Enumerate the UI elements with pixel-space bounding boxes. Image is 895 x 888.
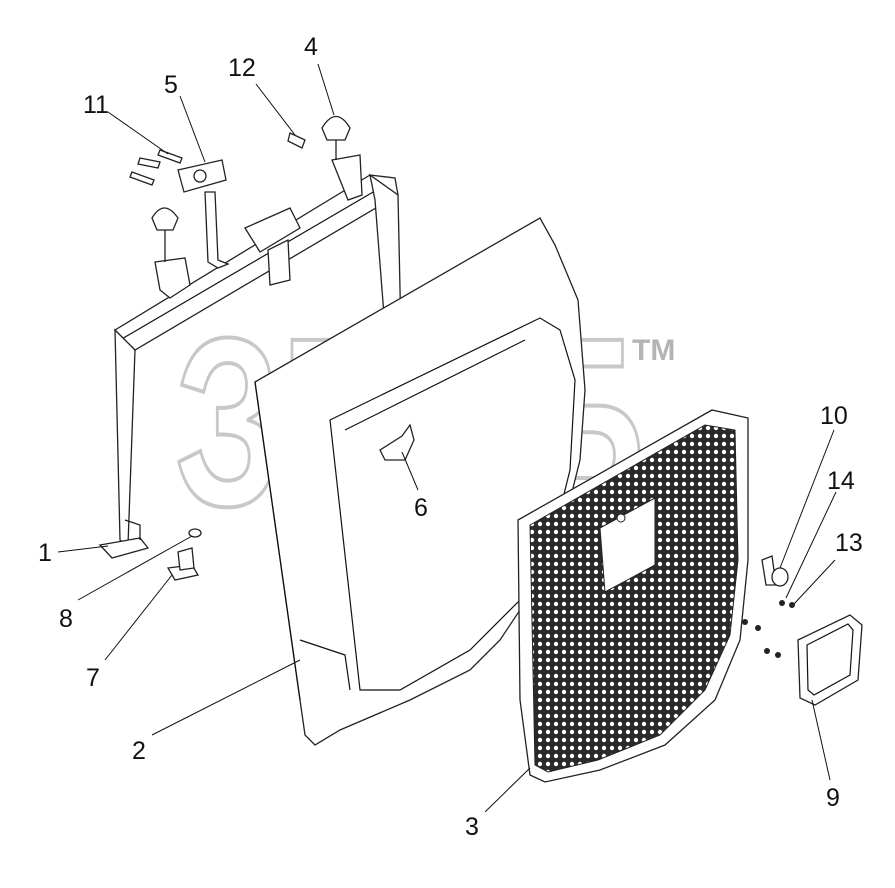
callout-2: 2 bbox=[132, 737, 146, 765]
callout-12: 12 bbox=[228, 54, 256, 82]
callout-11: 11 bbox=[83, 91, 109, 119]
callout-8: 8 bbox=[59, 605, 73, 633]
part-4-knob bbox=[151, 115, 351, 262]
callout-9: 9 bbox=[826, 784, 840, 812]
part-10-latch bbox=[761, 555, 789, 587]
leader-4 bbox=[317, 63, 335, 116]
leader-12 bbox=[255, 83, 296, 136]
callout-5: 5 bbox=[164, 71, 178, 99]
leader-14 bbox=[785, 491, 837, 599]
part-8-washer bbox=[188, 528, 202, 538]
leader-10 bbox=[779, 429, 835, 569]
part-1-frame bbox=[98, 154, 406, 559]
leader-2 bbox=[151, 659, 301, 736]
callout-14: 14 bbox=[827, 467, 855, 495]
part-9-window bbox=[797, 614, 863, 706]
part-13-14-fasteners bbox=[742, 600, 795, 658]
callout-6: 6 bbox=[414, 494, 428, 522]
callout-13: 13 bbox=[835, 529, 863, 557]
callout-7: 7 bbox=[86, 664, 100, 692]
callout-10: 10 bbox=[820, 402, 848, 430]
leader-lines bbox=[57, 63, 837, 813]
part-3-grille bbox=[517, 409, 749, 783]
leader-5 bbox=[179, 95, 206, 163]
part-11-bolts bbox=[129, 149, 183, 186]
leader-7 bbox=[104, 574, 173, 661]
watermark-trademark: TM bbox=[632, 334, 675, 367]
callout-3: 3 bbox=[465, 813, 479, 841]
leader-8 bbox=[77, 535, 193, 601]
callout-4: 4 bbox=[304, 33, 318, 61]
callout-1: 1 bbox=[38, 539, 52, 567]
leader-11 bbox=[107, 111, 169, 155]
leader-9 bbox=[811, 699, 831, 781]
part-7-bracket bbox=[166, 547, 200, 581]
leader-3 bbox=[484, 767, 531, 813]
leader-13 bbox=[793, 559, 836, 605]
part-12-bolt bbox=[287, 132, 306, 149]
callout-labels: 1 2 3 4 5 6 7 8 9 10 11 12 13 14 bbox=[38, 33, 863, 841]
part-5-hinge bbox=[177, 159, 230, 269]
leader-6 bbox=[401, 451, 419, 491]
leader-1 bbox=[57, 545, 109, 553]
